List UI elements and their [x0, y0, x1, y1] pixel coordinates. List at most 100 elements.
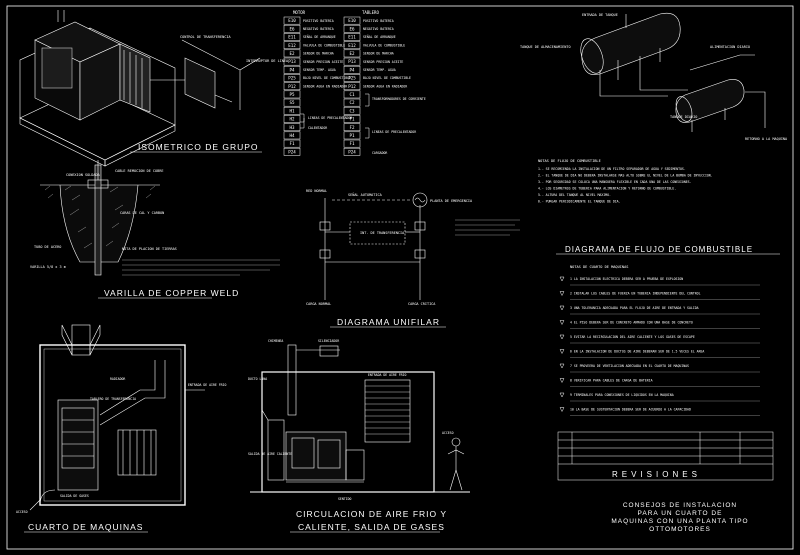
- right-terminal-box: [343, 16, 361, 25]
- cuarto-label-salida: SALIDA DE GASES: [60, 494, 89, 498]
- left-terminal-box: [283, 82, 301, 91]
- right-terminal-box: [343, 98, 361, 107]
- single-line-diagram: [319, 192, 428, 300]
- cuarto-note-item: 9 TERMINALES PARA CONEXIONES DE LIQUIDOS…: [570, 393, 674, 397]
- right-terminal-desc: BAJO NIVEL DE COMBUSTIBLE: [363, 76, 411, 80]
- flujo-note-item: 1.- SE RECOMIENDA LA INSTALACION DE UN F…: [538, 167, 686, 171]
- right-terminal-code: E10: [348, 18, 356, 23]
- left-terminal-code: E12: [288, 43, 296, 48]
- left-terminal-box: [283, 57, 301, 66]
- flujo-note-item: 4.- LOS DIAMETROS DE TUBERIA PARA ALIMEN…: [538, 187, 676, 191]
- cuarto-label-entrada: ENTRADA DE AIRE FRIO: [188, 383, 226, 387]
- right-terminal-code: F1: [349, 117, 355, 122]
- machine-room-plan: [29, 324, 205, 511]
- right-terminal-code: P24: [348, 149, 356, 154]
- left-terminal-desc: SENSOR DE MARCHA: [303, 52, 334, 56]
- right-terminal-box: [343, 90, 361, 99]
- right-terminal-box: [343, 139, 361, 148]
- right-terminal-desc: SENSOR AGUA EN RADIADOR: [363, 84, 407, 88]
- title-consejos-1: CONSEJOS DE INSTALACION: [623, 502, 737, 509]
- term-group-precalentador-2: LINEAS DE PRECALENTADOR: [372, 130, 416, 134]
- left-terminal-code: P5: [289, 92, 295, 97]
- left-terminal-box: [283, 131, 301, 140]
- term-group-cargador: CARGADOR: [372, 151, 387, 155]
- right-terminal-code: F2: [349, 125, 355, 130]
- cuarto-note-item: 10 LA BASE DE SUSTENTACION DEBERA SER DE…: [570, 408, 691, 412]
- left-terminal-code: P13: [288, 59, 296, 64]
- cuarto-note-item: 2 INSTALAR LOS CABLES DE FUERZA EN TUBER…: [570, 292, 701, 296]
- right-terminal-code: C3: [349, 108, 355, 113]
- note-bullet-icon: [559, 334, 565, 340]
- left-terminal-code: E10: [288, 18, 296, 23]
- left-terminal-box: [283, 16, 301, 25]
- right-terminal-code: E11: [348, 35, 356, 40]
- left-terminal-code: H2: [289, 117, 295, 122]
- cuarto-note-item: 6 EN LA INSTALACION DE DUCTOS DE AIRE DE…: [570, 350, 704, 354]
- left-terminal-desc: SENSOR TEMP. AGUA: [303, 68, 336, 72]
- tank-label-entrada: ENTRADA DE TANQUE: [582, 13, 618, 17]
- right-terminal-code: E12: [348, 43, 356, 48]
- title-isometrico: ISOMETRICO DE GRUPO: [138, 142, 259, 152]
- left-terminal-code: F1: [289, 141, 295, 146]
- title-varilla: VARILLA DE COPPER WELD: [104, 288, 239, 298]
- circ-label-sentido: SENTIDO: [338, 497, 352, 501]
- unifilar-planta: PLANTA DE EMERGENCIA: [430, 199, 473, 203]
- right-terminal-desc: SENSOR TEMP. AGUA: [363, 68, 396, 72]
- right-terminal-desc: SEÑAL DE ARRANQUE: [363, 34, 396, 39]
- left-terminal-desc: NEGATIVO BATERIA: [303, 27, 334, 31]
- cuarto-label-radiador: RADIADOR: [110, 377, 125, 381]
- left-terminal-box: [283, 123, 301, 132]
- left-terminal-box: [283, 98, 301, 107]
- term-group-precalentador: LINEAS DE PRECALENTADOR: [308, 116, 352, 120]
- flujo-note-item: 5.- ALTURA DEL TANQUE AL NIVEL MAXIMO.: [538, 193, 611, 197]
- left-terminal-code: S5: [289, 100, 295, 105]
- title-consejos-2: PARA UN CUARTO DE: [638, 510, 723, 517]
- left-terminal-code: P12: [288, 84, 296, 89]
- air-circulation-section: [250, 344, 470, 493]
- cuarto-notes-heading: NOTAS DE CUARTO DE MAQUINAS: [570, 265, 628, 269]
- left-terminal-desc: SENSOR AGUA EN RADIADOR: [303, 84, 347, 88]
- sheet-border: [6, 5, 794, 550]
- note-bullet-icon: [559, 305, 565, 311]
- right-terminal-box: [343, 49, 361, 58]
- rod-label-varilla: VARILLA 5/8 x 3 m: [30, 265, 66, 269]
- flujo-notes-heading: NOTAS DE FLUJO DE COMBUSTIBLE: [538, 159, 601, 163]
- right-terminal-box: [343, 131, 361, 140]
- note-bullet-icon: [559, 392, 565, 398]
- right-terminal-box: [343, 57, 361, 66]
- left-terminal-box: [283, 139, 301, 148]
- terminal-header-right: TABLERO: [362, 10, 379, 15]
- left-terminal-box: [283, 24, 301, 33]
- right-terminal-desc: SENSOR DE MARCHA: [363, 52, 394, 56]
- cuarto-note-item: 8 VERIFICAR PARA CABLES DE CARGA DE BATE…: [570, 379, 653, 383]
- circ-label-chimenea: CHIMENEA: [268, 339, 283, 343]
- title-circulacion-1: CIRCULACION DE AIRE FRIO Y: [296, 509, 447, 519]
- title-consejos-4: OTTOMOTORES: [649, 526, 711, 533]
- right-terminal-box: [343, 41, 361, 50]
- iso-label-tablero: INTERRUPTOR DE LINEA: [246, 59, 289, 63]
- cuarto-note-item: 5 EVITAR LA RECIRCULACION DEL AIRE CALIE…: [570, 335, 695, 339]
- left-terminal-desc: SENSOR PRESION ACEITE: [303, 60, 343, 64]
- rod-note-heading: NOTA DE PLACION DE TIERRAS: [122, 247, 177, 251]
- rod-label-conexion: CONEXION SOLDADA: [66, 173, 101, 177]
- iso-label-cable: CONTROL DE TRANSFERENCIA: [180, 35, 231, 39]
- left-terminal-code: P25: [288, 76, 296, 81]
- unifilar-carga-normal: CARGA NORMAL: [306, 302, 331, 306]
- right-terminal-box: [343, 82, 361, 91]
- terminal-header-left: MOTOR: [293, 10, 306, 15]
- unifilar-int-transf: INT. DE TRANSFERENCIA: [360, 231, 405, 235]
- rod-label-caras: CARAS DE CAL Y CARBON: [120, 211, 164, 215]
- right-terminal-desc: NEGATIVO BATERIA: [363, 27, 394, 31]
- tank-label-diario: TANQUE DIARIO: [670, 115, 697, 119]
- unifilar-senal: SEÑAL AUTOMATICA: [348, 192, 383, 197]
- circ-label-entrada: ENTRADA DE AIRE FRIO: [368, 373, 406, 377]
- circ-label-acceso: ACCESO: [442, 431, 454, 435]
- right-terminal-code: E6: [349, 26, 355, 31]
- circ-label-salida: SALIDA DE AIRE CALIENTE: [248, 452, 292, 456]
- cuarto-note-item: 3 UNA TOLERANCIA ADECUADA PARA EL FLUJO …: [570, 306, 699, 310]
- note-bullet-icon: [559, 320, 565, 326]
- cuarto-note-item: 4 EL PISO DEBERA SER DE CONCRETO ARMADO …: [570, 321, 693, 325]
- left-terminal-code: P24: [288, 149, 296, 154]
